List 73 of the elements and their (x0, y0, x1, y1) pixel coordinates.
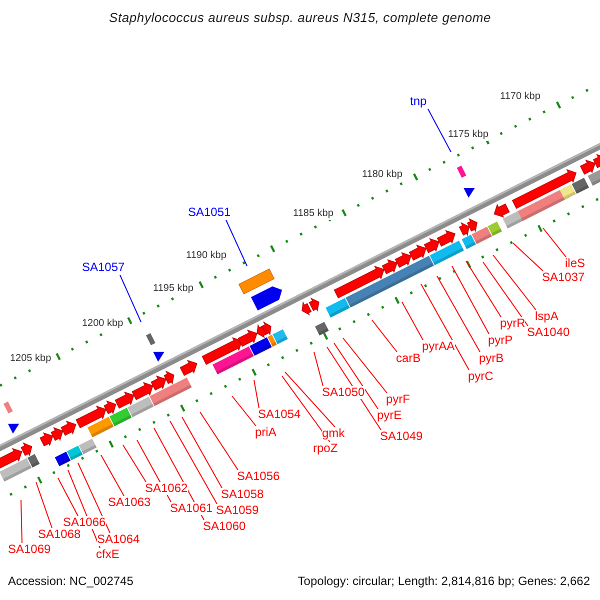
gene-label: SA1056 (237, 470, 280, 483)
gene-label: SA1066 (63, 516, 106, 529)
gene-label: pyrC (468, 370, 494, 383)
leader-line (58, 478, 78, 516)
gene-label: rpoZ (313, 442, 338, 455)
gene-label: pyrB (479, 352, 504, 365)
gene-label: SA1064 (97, 533, 140, 546)
gene-label: SA1061 (170, 502, 213, 515)
scale-label: 1200 kbp (82, 318, 124, 330)
leader-line (372, 320, 398, 352)
leader-line (542, 228, 566, 258)
scale-label: 1170 kbp (500, 91, 540, 103)
leader-line (170, 420, 218, 504)
gene-label: cfxE (96, 548, 120, 561)
leader-line (254, 380, 260, 408)
leader-line (466, 260, 502, 318)
leader-line (284, 372, 336, 428)
gene-label: SA1063 (108, 496, 151, 509)
leader-line (512, 242, 544, 272)
gene-label: pyrR (500, 317, 526, 330)
gene-label: SA1068 (38, 528, 81, 541)
gene-label: SA1054 (258, 408, 301, 421)
scale-label: 1205 kbp (10, 353, 52, 365)
gene-label: SA1050 (322, 386, 365, 399)
leader-line (482, 262, 528, 326)
leader-line (314, 352, 324, 386)
leader-line (20, 500, 22, 544)
scale-label: 1190 kbp (186, 250, 226, 262)
leader-line (78, 462, 110, 534)
leader-line (428, 108, 452, 152)
gene-label: tnp (410, 95, 427, 108)
gene-label: pyrE (377, 409, 402, 422)
gene-label: gmk (322, 427, 345, 440)
gene-label: SA1058 (221, 488, 264, 501)
gene-label: SA1059 (216, 504, 259, 517)
gene-label: SA1060 (203, 520, 246, 533)
leader-line (226, 220, 248, 266)
leader-line (436, 276, 480, 352)
gene-label: SA1037 (542, 271, 585, 284)
leader-line (452, 266, 490, 334)
gene-label: pyrF (386, 393, 410, 406)
footer-text: Accession: NC_002745 (8, 574, 134, 588)
leader-line (120, 274, 142, 322)
gene-label: lspA (535, 310, 558, 323)
scale-label: 1180 kbp (362, 169, 402, 181)
leader-line (402, 302, 424, 340)
leader-line (232, 396, 256, 426)
leader-line (122, 444, 146, 482)
gene-label: SA1057 (82, 261, 125, 274)
gene-label: SA1062 (145, 482, 188, 495)
leader-line (342, 338, 388, 394)
leader-line (420, 284, 470, 370)
gene-label: SA1049 (380, 430, 423, 443)
leader-line (282, 376, 330, 442)
scale-label: 1185 kbp (293, 208, 334, 220)
gene-label: pyrP (488, 334, 513, 347)
scale-label: 1175 kbp (448, 129, 488, 141)
gene-label: carB (396, 352, 421, 365)
gene-label: ileS (565, 257, 586, 270)
leader-line (200, 412, 238, 470)
gene-label: priA (255, 426, 276, 439)
gene-label: pyrAA (422, 340, 455, 353)
footer-text: Topology: circular; Length: 2,814,816 bp; Genes: 2,662 (298, 574, 590, 588)
leader-line (100, 454, 124, 496)
scale-label: 1195 kbp (153, 283, 194, 295)
gene-label: SA1051 (188, 206, 231, 219)
gene-label: SA1069 (8, 543, 51, 556)
leader-line (334, 342, 378, 410)
leader-line (36, 482, 52, 528)
map-title: Staphylococcus aureus subsp. aureus N315, complete genome (108, 9, 492, 27)
gene-label: SA1040 (527, 326, 570, 339)
leader-line (182, 416, 222, 488)
leader-line (492, 254, 536, 310)
